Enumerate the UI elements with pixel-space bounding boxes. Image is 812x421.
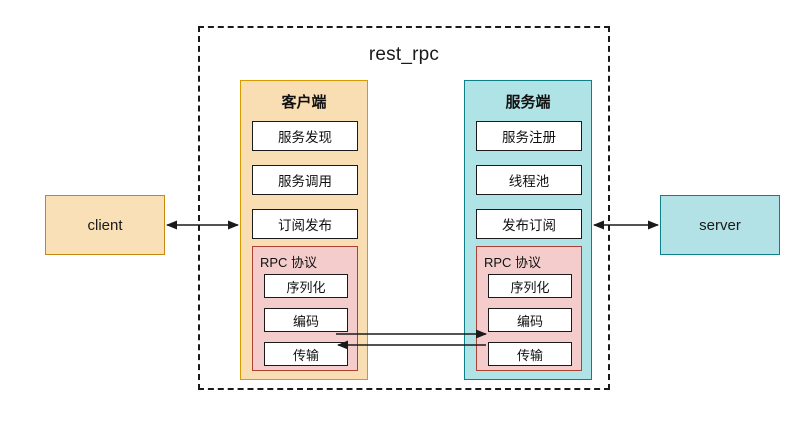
- client-serialization-box[interactable]: 序列化: [264, 274, 348, 298]
- server-transport-box[interactable]: 传输: [488, 342, 572, 366]
- client-service-invoke-box[interactable]: 服务调用: [252, 165, 358, 195]
- server-rpc-protocol-title: RPC 协议: [484, 255, 542, 270]
- client-node-label: client: [87, 216, 123, 234]
- server-panel[interactable]: 服务端 服务注册 线程池 发布订阅 RPC 协议 序列化 编码 传输: [464, 80, 592, 380]
- client-panel-title: 客户端: [281, 93, 327, 111]
- server-publish-subscribe-box[interactable]: 发布订阅: [476, 209, 582, 239]
- client-service-discovery-box[interactable]: 服务发现: [252, 121, 358, 151]
- client-subscribe-publish-box[interactable]: 订阅发布: [252, 209, 358, 239]
- server-service-register-box[interactable]: 服务注册: [476, 121, 582, 151]
- rest-rpc-title: rest_rpc: [368, 44, 440, 65]
- server-rpc-protocol-group: RPC 协议 序列化 编码 传输: [476, 246, 582, 371]
- client-rpc-protocol-group: RPC 协议 序列化 编码 传输: [252, 246, 358, 371]
- server-serialization-box[interactable]: 序列化: [488, 274, 572, 298]
- rest-rpc-container: [198, 26, 610, 390]
- client-transport-box[interactable]: 传输: [264, 342, 348, 366]
- client-node[interactable]: client: [45, 195, 165, 255]
- client-rpc-protocol-title: RPC 协议: [260, 255, 318, 270]
- client-encoding-box[interactable]: 编码: [264, 308, 348, 332]
- server-thread-pool-box[interactable]: 线程池: [476, 165, 582, 195]
- server-panel-title: 服务端: [505, 93, 551, 111]
- server-node-label: server: [699, 216, 741, 234]
- server-encoding-box[interactable]: 编码: [488, 308, 572, 332]
- server-node[interactable]: server: [660, 195, 780, 255]
- client-panel[interactable]: 客户端 服务发现 服务调用 订阅发布 RPC 协议 序列化 编码 传输: [240, 80, 368, 380]
